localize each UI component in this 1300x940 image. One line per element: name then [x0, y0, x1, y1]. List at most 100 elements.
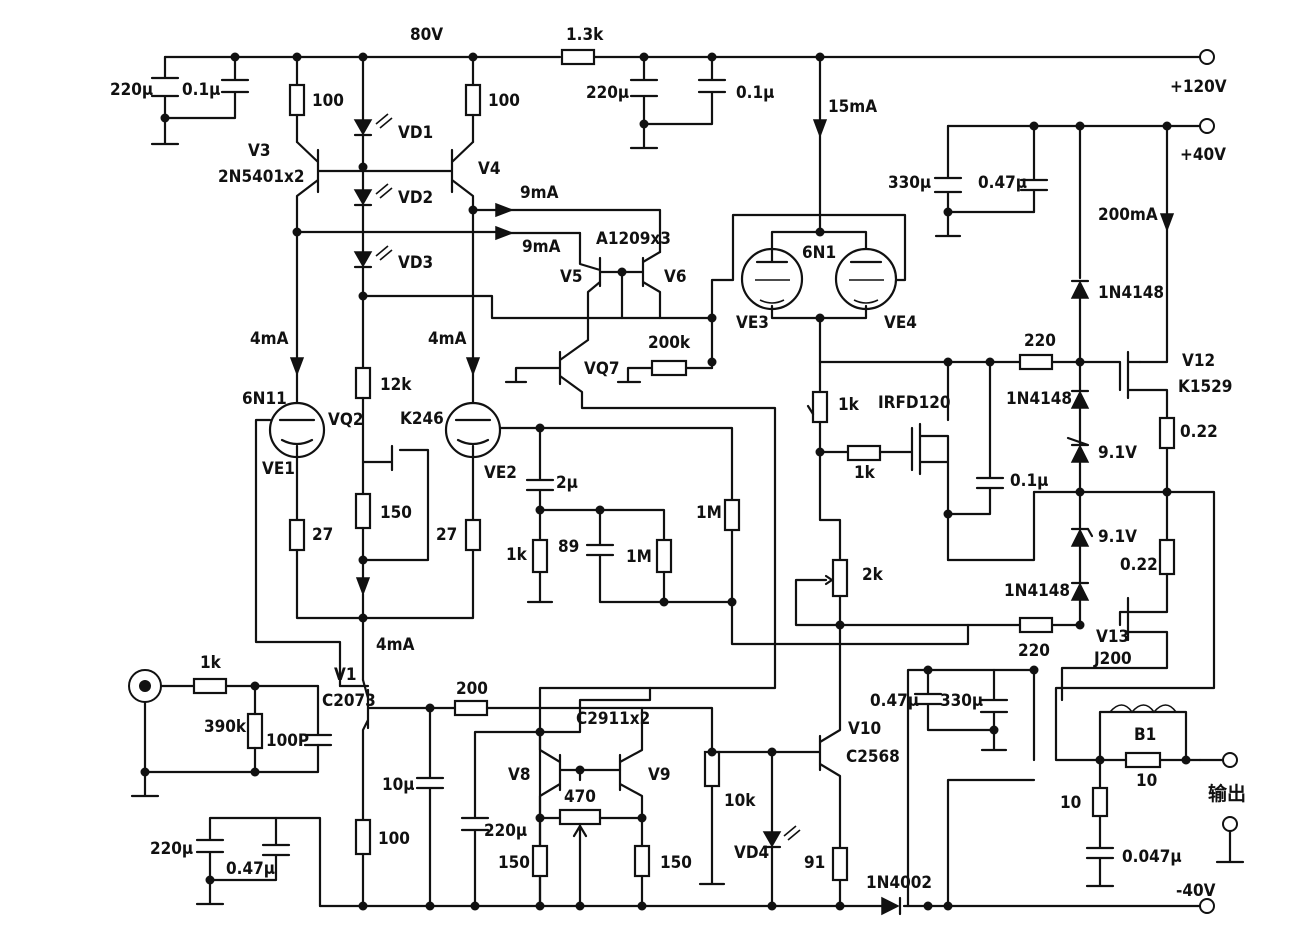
terminal-plus40: [1199, 118, 1215, 134]
label-c330u-b: 330μ: [940, 691, 983, 711]
label-9ma-b: 9mA: [522, 237, 561, 257]
potentiometer-2k: [831, 558, 849, 598]
label-r150-b: 150: [660, 853, 692, 873]
label-r390k: 390k: [204, 717, 247, 737]
label-r150-a: 150: [498, 853, 530, 873]
label-c047u-a: 0.47μ: [978, 173, 1027, 193]
resistor-1k-gate: [846, 444, 882, 462]
label-c220u-a: 220μ: [110, 80, 153, 100]
label-r100-a: 100: [312, 91, 344, 111]
label-vq7: VQ7: [584, 359, 619, 379]
label-r2k: 2k: [862, 565, 884, 585]
resistor-12k: [354, 366, 372, 400]
label-2n5401: 2N5401x2: [218, 167, 305, 187]
label-r022-a: 0.22: [1180, 422, 1218, 442]
diode-1n4002: [881, 896, 902, 916]
label-6n1: 6N1: [802, 243, 836, 263]
resistor-1k-ve2: [531, 538, 549, 574]
label-k246: K246: [400, 409, 444, 429]
label-v13: V13: [1096, 627, 1129, 647]
resistor-0.22-upper: [1158, 416, 1176, 450]
label-r1k-a: 1k: [506, 545, 528, 565]
label-c220u-c: 220μ: [150, 839, 193, 859]
label-r1k-c: 1k: [854, 463, 876, 483]
transistor-v1: [338, 678, 457, 822]
label-c220u-d: 220μ: [484, 821, 527, 841]
label-r220-a: 220: [1024, 331, 1056, 351]
label-k1529: K1529: [1178, 377, 1232, 397]
label-r27-b: 27: [436, 525, 457, 545]
resistor-1.3k: [560, 48, 596, 66]
label-c01u-b: 0.1μ: [736, 83, 774, 103]
label-r10k: 10k: [724, 791, 756, 811]
label-plus40v: +40V: [1180, 145, 1226, 165]
transistor-v5-v6: [578, 231, 662, 320]
label-r150: 150: [380, 503, 412, 523]
junction-dots: [140, 52, 1191, 911]
label-r100-b: 100: [488, 91, 520, 111]
resistor-100-left: [288, 83, 306, 117]
label-200ma: 200mA: [1098, 205, 1158, 225]
resistor-1m-b: [655, 538, 673, 574]
label-1n4002: 1N4002: [866, 873, 932, 893]
transistor-v10: [710, 623, 849, 908]
label-v10: V10: [848, 719, 881, 739]
terminal-plus120: [1199, 49, 1215, 65]
resistor-220-upper: [1018, 353, 1054, 371]
label-b1: B1: [1134, 725, 1156, 745]
output-section: [1085, 704, 1245, 888]
capacitor-330u-lower-right: [906, 668, 1036, 908]
input-stage: [128, 669, 333, 798]
label-9.1v-a: 9.1V: [1098, 443, 1137, 463]
resistor-150-a: [531, 844, 549, 878]
label-r10-b: 10: [1060, 793, 1081, 813]
resistor-150-b: [633, 844, 651, 878]
label-15ma: 15mA: [828, 97, 877, 117]
label-r27-a: 27: [312, 525, 333, 545]
label-80v: 80V: [410, 25, 443, 45]
resistor-27-left: [288, 518, 306, 552]
label-r100-c: 100: [378, 829, 410, 849]
label-vq2: VQ2: [328, 410, 363, 430]
label-9.1v-b: 9.1V: [1098, 527, 1137, 547]
resistor-150: [354, 492, 372, 530]
label-c2911: C2911x2: [576, 709, 650, 729]
capacitor-220u-top-left: [150, 55, 250, 146]
label-r200k: 200k: [648, 333, 691, 353]
label-minus40v: -40V: [1176, 881, 1216, 901]
tube-ve2: [444, 230, 542, 522]
label-ve3: VE3: [736, 313, 769, 333]
label-vd1: VD1: [398, 123, 433, 143]
label-vd2: VD2: [398, 188, 433, 208]
resistor-200k: [650, 359, 688, 377]
label-c2u: 2μ: [556, 473, 578, 493]
label-4ma-a: 4mA: [250, 329, 289, 349]
resistor-10-output: [1124, 751, 1162, 769]
resistor-200: [453, 699, 489, 717]
tube-vq2-6n11: [268, 230, 326, 522]
resistor-100-right: [464, 83, 482, 117]
resistor-0.22-lower: [1158, 538, 1176, 576]
label-r1m-b: 1M: [626, 547, 652, 567]
label-v12: V12: [1182, 351, 1215, 371]
label-9ma-a: 9mA: [520, 183, 559, 203]
label-ve4: VE4: [884, 313, 917, 333]
led-string: [353, 55, 393, 370]
label-c0047u: 0.047μ: [1122, 847, 1182, 867]
label-c330u-a: 330μ: [888, 173, 931, 193]
label-c01u-c: 0.1μ: [1010, 471, 1048, 491]
resistor-91: [831, 846, 849, 882]
label-j200: J200: [1093, 649, 1132, 669]
label-1n4148-a: 1N4148: [1098, 283, 1164, 303]
label-6n11: 6N11: [242, 389, 287, 409]
label-v5: V5: [560, 267, 582, 287]
label-r10-a: 10: [1136, 771, 1157, 791]
terminal-minus40: [1199, 898, 1215, 914]
resistor-10-shunt: [1091, 786, 1109, 818]
label-c2568: C2568: [846, 747, 900, 767]
capacitor-220u-lower-left: [195, 816, 322, 908]
label-v6: V6: [664, 267, 686, 287]
label-r-1.3k: 1.3k: [566, 25, 604, 45]
resistor-100-emitter: [354, 818, 372, 856]
